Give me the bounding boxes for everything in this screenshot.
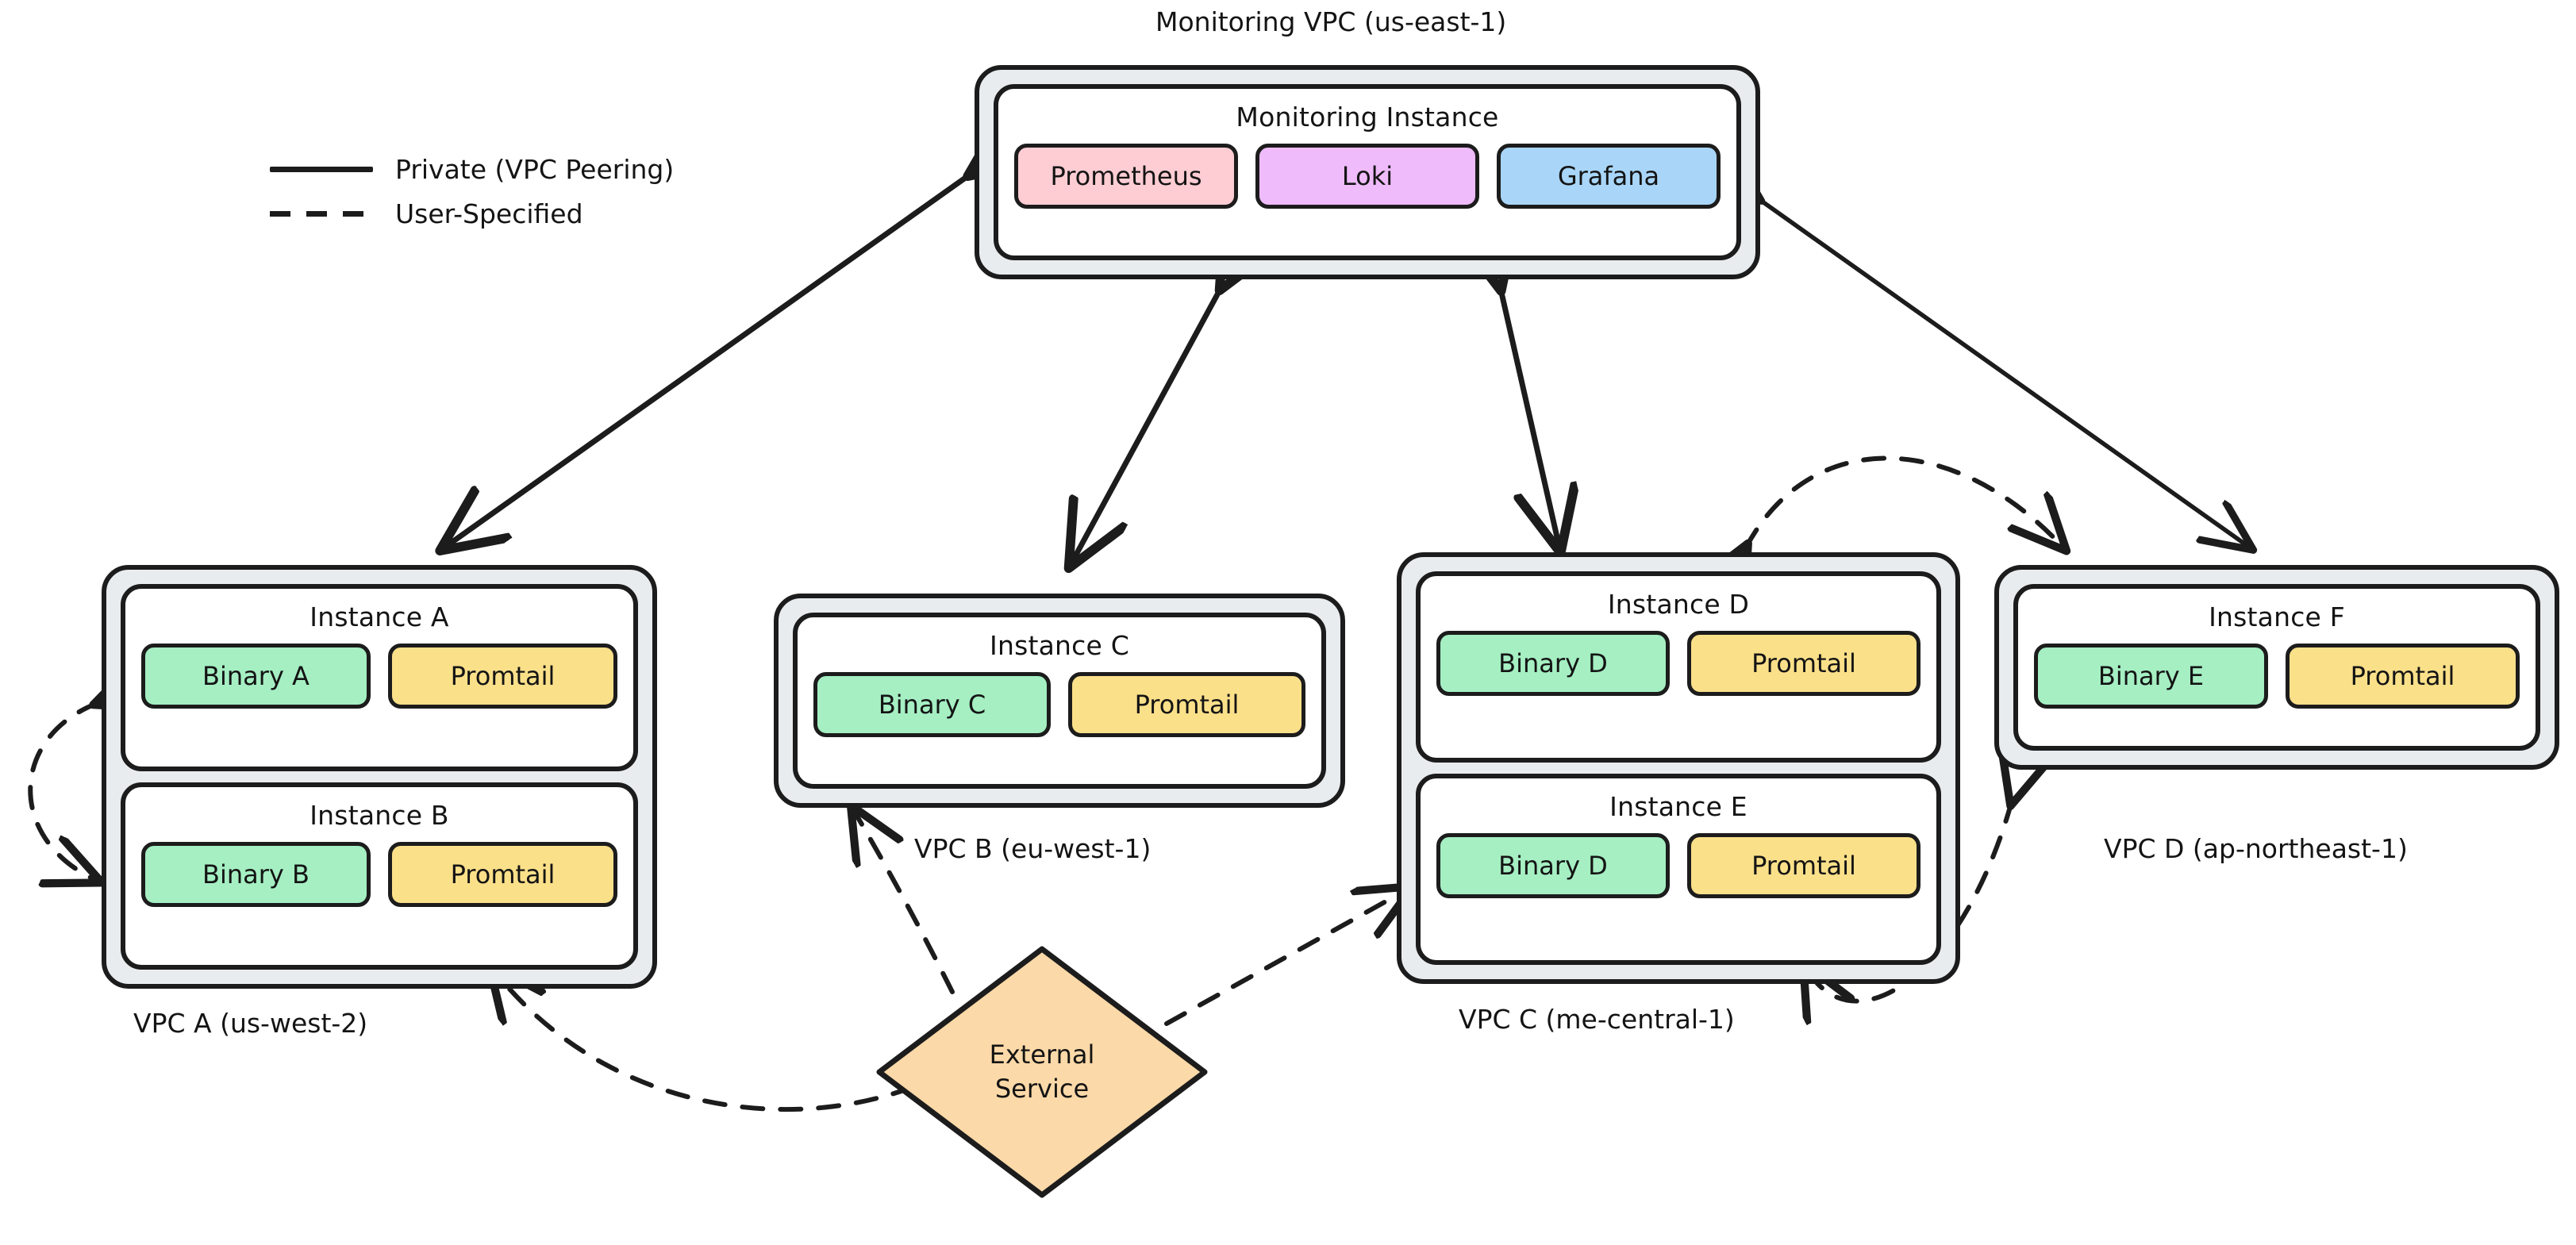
component-binary-f[interactable]: Binary E <box>2034 644 2268 709</box>
legend-item-private: Private (VPC Peering) <box>270 147 674 191</box>
diamond-shape-icon <box>876 946 1208 1198</box>
component-binary-c[interactable]: Binary C <box>813 672 1051 737</box>
component-binary-a[interactable]: Binary A <box>141 644 371 709</box>
vpc-b-caption: VPC B (eu-west-1) <box>914 833 1152 864</box>
legend-label-user-specified: User-Specified <box>395 198 583 229</box>
component-promtail-f[interactable]: Promtail <box>2286 644 2520 709</box>
instance-b-component-row: Binary B Promtail <box>141 842 617 907</box>
monitoring-vpc-container[interactable]: Monitoring Instance Prometheus Loki Graf… <box>975 65 1760 279</box>
instance-f[interactable]: Instance F Binary E Promtail <box>2013 584 2540 751</box>
legend-label-private: Private (VPC Peering) <box>395 153 675 185</box>
instance-f-component-row: Binary E Promtail <box>2034 644 2520 709</box>
edge-monitoring-to-vpc-d <box>1758 198 2250 548</box>
vpc-d-container[interactable]: Instance F Binary E Promtail <box>1994 565 2559 770</box>
legend-item-user-specified: User-Specified <box>270 191 674 236</box>
instance-a[interactable]: Instance A Binary A Promtail <box>121 584 638 771</box>
edge-vpc-a-self-loop <box>28 703 98 881</box>
external-service-label-line1: External <box>989 1039 1095 1070</box>
instance-e-component-row: Binary D Promtail <box>1436 833 1920 898</box>
monitoring-instance[interactable]: Monitoring Instance Prometheus Loki Graf… <box>994 84 1741 260</box>
vpc-c-container[interactable]: Instance D Binary D Promtail Instance E … <box>1397 552 1960 984</box>
external-service-node[interactable]: External Service <box>871 941 1213 1203</box>
component-promtail-c[interactable]: Promtail <box>1068 672 1305 737</box>
component-binary-b[interactable]: Binary B <box>141 842 371 907</box>
instance-d[interactable]: Instance D Binary D Promtail <box>1416 571 1941 763</box>
instance-b[interactable]: Instance B Binary B Promtail <box>121 782 638 970</box>
instance-b-title: Instance B <box>310 800 449 831</box>
instance-a-title: Instance A <box>310 601 449 632</box>
instance-a-component-row: Binary A Promtail <box>141 644 617 709</box>
component-binary-e[interactable]: Binary D <box>1436 833 1670 898</box>
vpc-d-caption: VPC D (ap-northeast-1) <box>2104 833 2408 864</box>
monitoring-component-row: Prometheus Loki Grafana <box>1014 144 1721 209</box>
instance-d-component-row: Binary D Promtail <box>1436 631 1920 696</box>
component-prometheus[interactable]: Prometheus <box>1014 144 1238 209</box>
component-grafana[interactable]: Grafana <box>1497 144 1721 209</box>
edge-external-to-vpc-a <box>492 968 915 1112</box>
instance-c[interactable]: Instance C Binary C Promtail <box>793 613 1326 789</box>
component-binary-d[interactable]: Binary D <box>1436 631 1670 696</box>
external-service-label-wrap: External Service <box>871 941 1213 1203</box>
monitoring-instance-title: Monitoring Instance <box>1236 102 1499 133</box>
component-loki[interactable]: Loki <box>1255 144 1479 209</box>
instance-e[interactable]: Instance E Binary D Promtail <box>1416 774 1941 965</box>
edge-monitoring-to-vpc-c <box>1500 286 1559 548</box>
vpc-c-caption: VPC C (me-central-1) <box>1459 1004 1735 1035</box>
external-service-label-line2: Service <box>994 1074 1090 1104</box>
legend: Private (VPC Peering) User-Specified <box>270 147 674 236</box>
edge-vpc-c-to-vpc-d-upper <box>1746 455 2063 548</box>
component-promtail-a[interactable]: Promtail <box>388 644 617 709</box>
vpc-a-caption: VPC A (us-west-2) <box>133 1008 368 1039</box>
component-promtail-e[interactable]: Promtail <box>1687 833 1920 898</box>
dashed-line-icon <box>270 209 373 217</box>
component-promtail-d[interactable]: Promtail <box>1687 631 1920 696</box>
instance-e-title: Instance E <box>1609 791 1747 822</box>
edge-monitoring-to-vpc-b <box>1071 286 1222 563</box>
instance-c-title: Instance C <box>990 630 1129 661</box>
instance-c-component-row: Binary C Promtail <box>813 672 1305 737</box>
vpc-a-container[interactable]: Instance A Binary A Promtail Instance B … <box>102 565 657 989</box>
instance-f-title: Instance F <box>2209 601 2345 632</box>
vpc-b-container[interactable]: Instance C Binary C Promtail <box>774 594 1345 808</box>
monitoring-vpc-caption: Monitoring VPC (us-east-1) <box>1155 6 1507 37</box>
solid-line-icon <box>270 165 373 173</box>
component-promtail-b[interactable]: Promtail <box>388 842 617 907</box>
instance-d-title: Instance D <box>1607 589 1750 620</box>
